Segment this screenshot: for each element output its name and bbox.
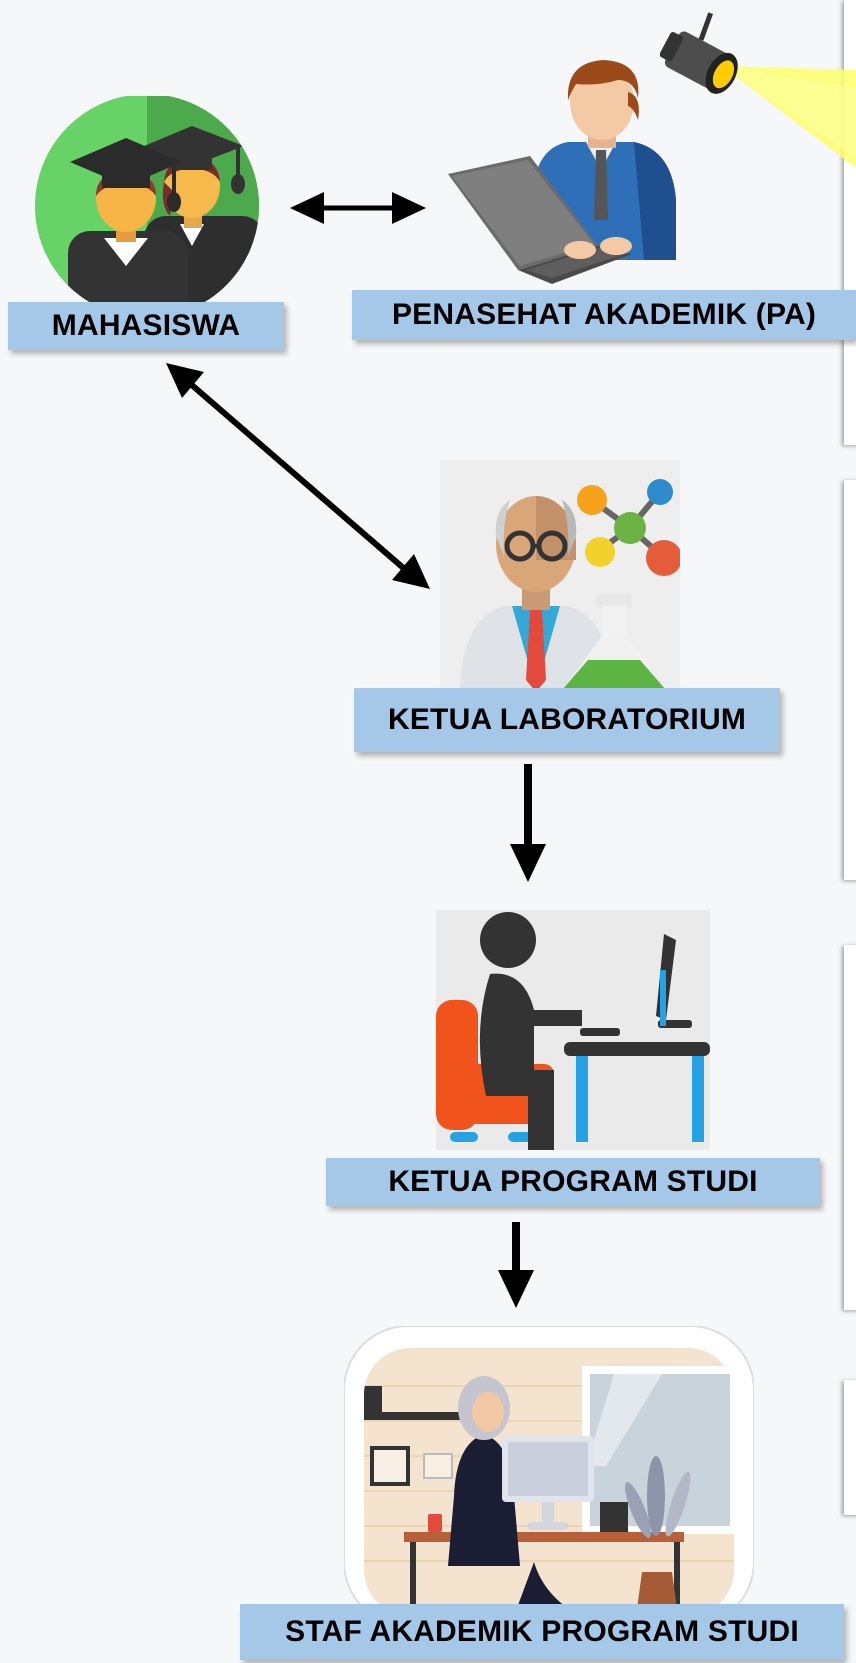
man-with-laptop-icon: [448, 60, 676, 284]
lab-label: KETUA LABORATORIUM: [354, 688, 780, 752]
mahasiswa-label: MAHASISWA: [8, 302, 284, 350]
person-at-desk-icon: [436, 910, 710, 1150]
graduates-icon: [35, 96, 259, 306]
penasehat-label: PENASEHAT AKADEMIK (PA): [352, 290, 856, 340]
arrow-lab-prodi: [510, 764, 546, 882]
arrow-prodi-staf: [498, 1222, 534, 1308]
office-woman-icon: [344, 1326, 754, 1616]
mahasiswa-node: MAHASISWA: [0, 90, 300, 355]
penasehat-node: PENASEHAT AKADEMIK (PA): [340, 0, 856, 350]
prodi-label: KETUA PROGRAM STUDI: [326, 1158, 820, 1206]
staf-node: STAF AKADEMIK PROGRAM STUDI: [230, 1326, 850, 1663]
side-panel-4: [844, 1380, 856, 1515]
side-panel-3: [844, 945, 856, 1310]
lab-node: KETUA LABORATORIUM: [340, 460, 780, 760]
scientist-icon: [440, 460, 680, 690]
arrow-mahasiswa-penasehat: [290, 192, 426, 224]
prodi-node: KETUA PROGRAM STUDI: [320, 908, 820, 1208]
spotlight-icon: [660, 12, 856, 168]
arrow-mahasiswa-lab: [166, 363, 430, 589]
staf-label: STAF AKADEMIK PROGRAM STUDI: [240, 1604, 844, 1660]
side-panel-2: [844, 480, 856, 880]
